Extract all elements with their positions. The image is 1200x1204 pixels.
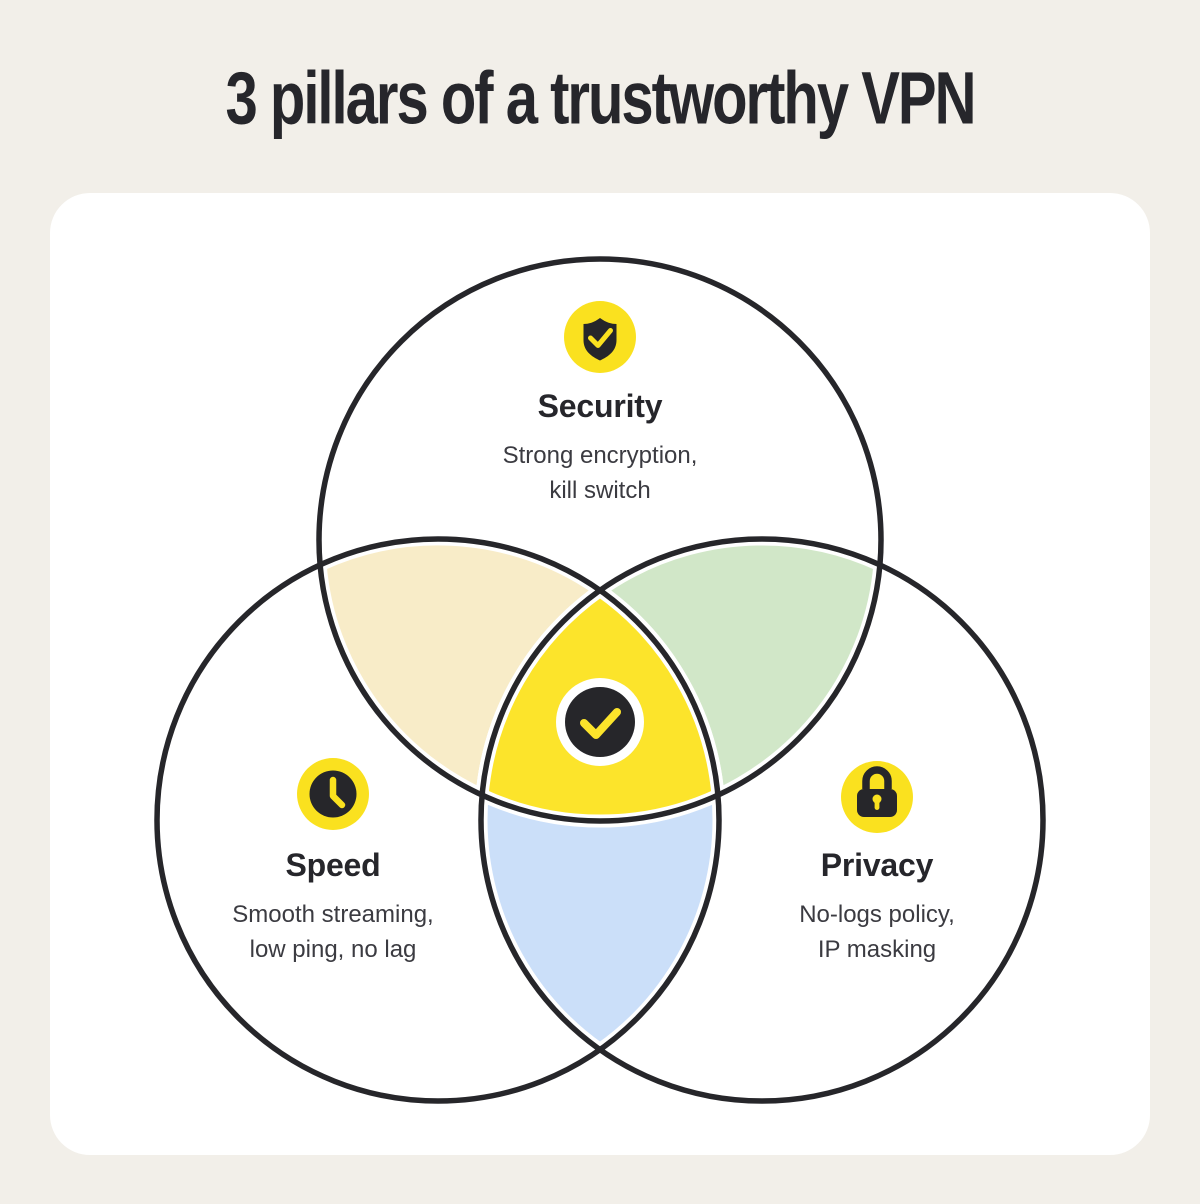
check-icon: [580, 708, 621, 739]
lock-icon: [857, 766, 897, 817]
privacy-description-line-2: IP masking: [817, 936, 937, 963]
speed-description-line-1: Smooth streaming,: [232, 901, 434, 928]
security-description: Strong encryption, kill switch: [300, 438, 900, 508]
shield-check-icon: [583, 318, 617, 361]
page-title: 3 pillars of a trustworthy VPN: [225, 56, 977, 140]
speed-heading: Speed: [285, 847, 381, 883]
privacy-description-line-1: No-logs policy,: [799, 901, 955, 928]
clock-icon: [309, 770, 357, 818]
speed-description: Smooth streaming, low ping, no lag: [33, 897, 633, 967]
speed-description-line-2: low ping, no lag: [249, 936, 417, 963]
speed-label-group: Speed Smooth streaming, low ping, no lag: [33, 849, 633, 967]
security-heading: Security: [537, 388, 663, 424]
security-label-group: Security Strong encryption, kill switch: [300, 390, 900, 508]
privacy-label-group: Privacy No-logs policy, IP masking: [577, 849, 1177, 967]
security-description-line-2: kill switch: [549, 477, 651, 504]
security-circle-outline: [316, 256, 884, 824]
privacy-heading: Privacy: [820, 847, 934, 883]
privacy-description: No-logs policy, IP masking: [577, 897, 1177, 967]
privacy-circle-outline: [478, 536, 1046, 1104]
center-badge: [565, 687, 635, 757]
speed-circle-outline: [154, 536, 722, 1104]
security-description-line-1: Strong encryption,: [502, 442, 698, 469]
